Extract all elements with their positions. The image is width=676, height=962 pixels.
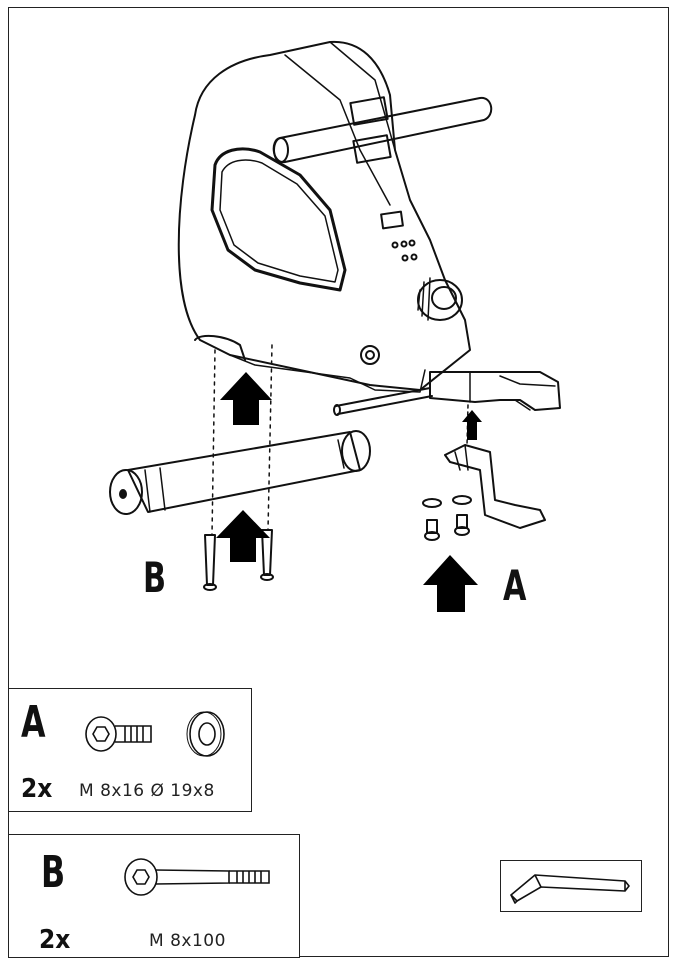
bolt-b-right <box>260 529 274 581</box>
bike-frame-window <box>210 147 347 292</box>
long-bolt-icon <box>124 858 270 896</box>
arrow-up-a-small <box>462 410 482 440</box>
bolt-a-left <box>424 519 440 541</box>
bolt-icon <box>85 716 152 752</box>
bolt-a-right <box>454 514 470 536</box>
label-b: B <box>143 553 167 602</box>
allen-key-icon <box>510 874 630 904</box>
parts-b-drawings <box>124 858 270 896</box>
bike-frame-window-inner <box>219 159 339 283</box>
parts-a-drawings <box>85 711 225 757</box>
parts-b-letter: B <box>41 847 66 898</box>
page-frame <box>8 7 669 957</box>
bike-frame-body <box>177 40 471 391</box>
arrow-up-b-bottom <box>216 510 270 562</box>
front-bracket <box>429 371 561 411</box>
parts-a-quantity: 2x <box>21 774 53 804</box>
stabiliser-foot-a <box>444 444 546 529</box>
arrow-up-a-large <box>423 555 478 612</box>
parts-a-spec: M 8x16 Ø 19x8 <box>79 781 215 801</box>
washer-icon <box>186 711 225 757</box>
rear-stabiliser-tube <box>127 431 361 513</box>
parts-b-quantity: 2x <box>39 925 71 955</box>
parts-b-spec: M 8x100 <box>149 931 226 951</box>
label-a: A <box>503 561 527 610</box>
parts-box-a: A 2x M 8x16 Ø 19x8 <box>8 688 252 812</box>
parts-a-letter: A <box>21 697 46 748</box>
arrow-up-b-top <box>220 372 272 425</box>
parts-box-b: B 2x M 8x100 <box>8 834 300 958</box>
resistance-knob <box>417 279 463 321</box>
tool-box <box>500 860 642 912</box>
bolt-b-left <box>203 534 217 591</box>
console-display <box>380 210 404 230</box>
